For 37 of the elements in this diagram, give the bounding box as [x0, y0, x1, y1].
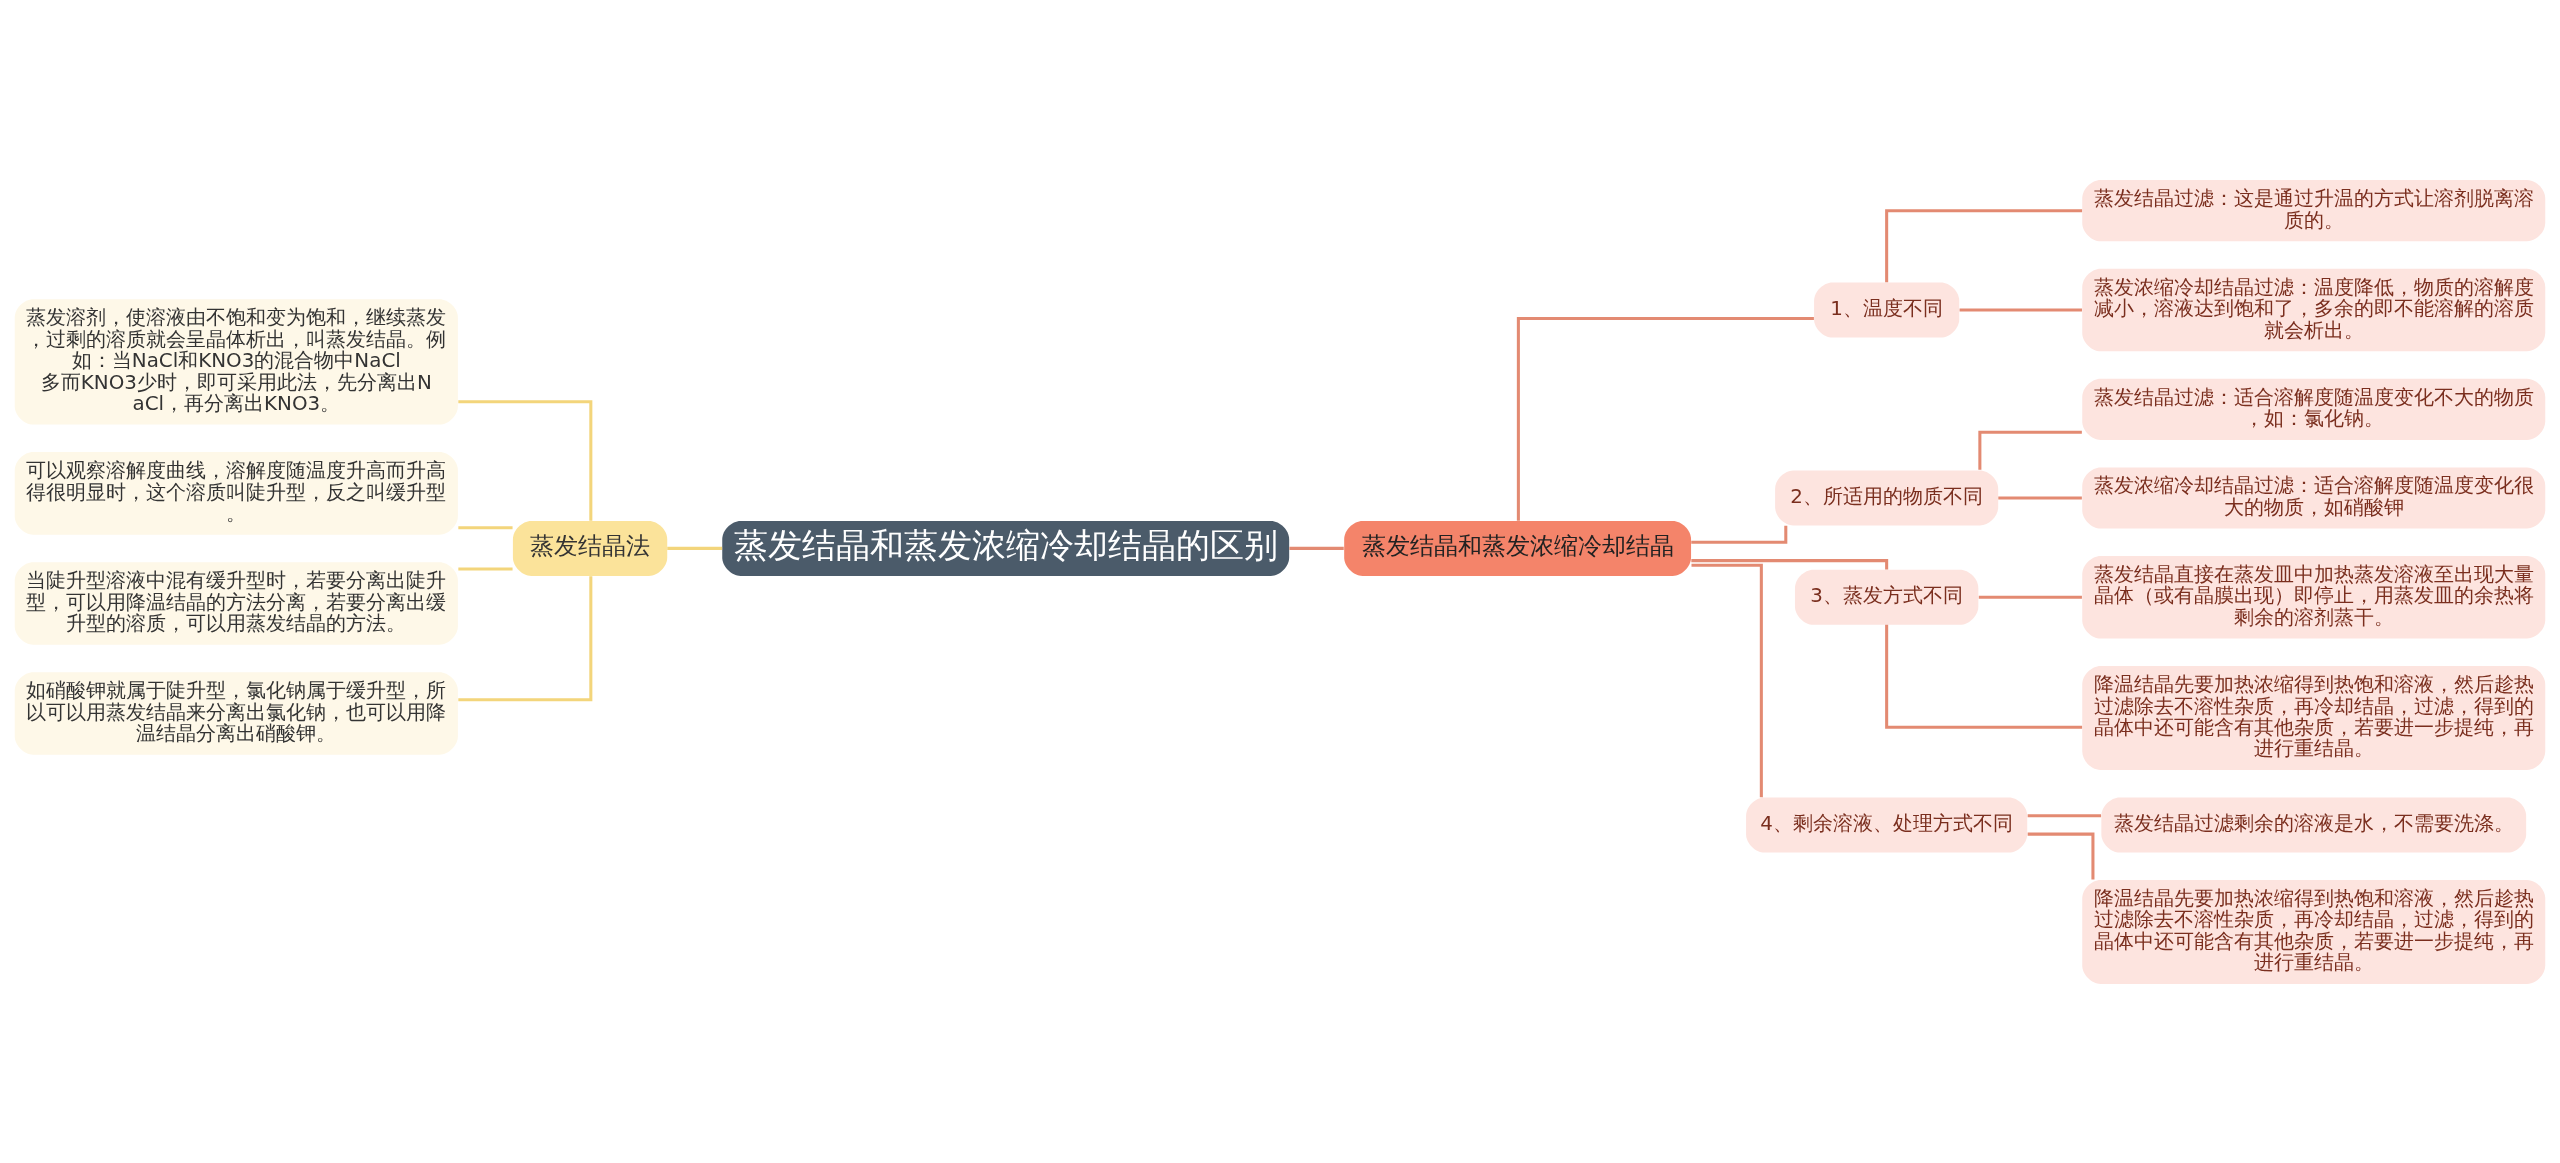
node-box: 可以观察溶解度曲线，溶解度随温度升高而升高得很明显时，这个溶质叫陡升型，反之叫缓升型。 [14, 451, 458, 535]
connector [1691, 563, 1763, 797]
node-box: 蒸发结晶过滤：这是通过升温的方式让溶剂脱离溶质的。 [2082, 179, 2546, 241]
node-box: 蒸发结晶过滤剩余的溶液是水，不需要洗涤。 [2101, 796, 2527, 852]
connector [1959, 307, 2082, 312]
connector [2027, 813, 2102, 817]
connector [458, 567, 513, 571]
connector [1885, 624, 2083, 729]
node-box: 降温结晶先要加热浓缩得到热饱和溶液，然后趁热过滤除去不溶性杂质，再冷却结晶，过滤，得到的晶体中还可能含有其他杂质，若要进一步提纯，再进行重结晶。 [2082, 665, 2546, 770]
connector [458, 575, 593, 701]
connector [458, 525, 513, 529]
node-box: 蒸发结晶和蒸发浓缩冷却结晶的区别 [722, 520, 1290, 576]
connector [1885, 208, 2083, 282]
node-box: 当陡升型溶液中混有缓升型时，若要分离出陡升型，可以用降温结晶的方法分离，若要分离出缓升型的溶质，可以用蒸发结晶的方法。 [14, 561, 458, 645]
node-box: 如硝酸钾就属于陡升型，氯化钠属于缓升型，所以可以用蒸发结晶来分离出氯化钠，也可以用降温结晶分离出硝酸钾。 [14, 671, 458, 755]
node-box: 4、剩余溶液、处理方式不同 [1746, 796, 2028, 852]
connector [2027, 832, 2095, 880]
connector [458, 399, 593, 521]
node-box: 1、温度不同 [1814, 282, 1960, 337]
connector [1998, 495, 2082, 499]
node-box: 蒸发结晶直接在蒸发皿中加热蒸发溶液至出现大量晶体（或有晶膜出现）即停止，用蒸发皿的余热将剩余的溶剂蒸干。 [2082, 555, 2546, 639]
node-box: 蒸发结晶和蒸发浓缩冷却结晶 [1344, 520, 1692, 576]
connector [1978, 595, 2082, 599]
connector [1691, 525, 1788, 544]
node-box: 蒸发浓缩冷却结晶过滤：温度降低，物质的溶解度减小，溶液达到饱和了，多余的即不能溶解的溶质就会析出。 [2082, 268, 2546, 351]
node-box: 2、所适用的物质不同 [1775, 469, 1999, 525]
connector [1691, 558, 1889, 569]
connector [667, 546, 723, 550]
node-box: 降温结晶先要加热浓缩得到热饱和溶液，然后趁热过滤除去不溶性杂质，再冷却结晶，过滤，得到的晶体中还可能含有其他杂质，若要进一步提纯，再进行重结晶。 [2082, 879, 2546, 984]
connector [1516, 316, 1814, 521]
node-box: 蒸发溶剂，使溶液由不饱和变为饱和，继续蒸发，过剩的溶质就会呈晶体析出，叫蒸发结晶。例如：当NaCl和KNO3的混合物中NaCl多而KNO3少时，即可采用此法，先分离出NaCl，再分离出KNO3。 [14, 298, 458, 425]
node-box: 3、蒸发方式不同 [1794, 569, 1979, 625]
node-box: 蒸发浓缩冷却结晶过滤：适合溶解度随温度变化很大的物质，如硝酸钾 [2082, 466, 2546, 528]
node-box: 蒸发结晶过滤：适合溶解度随温度变化不大的物质，如：氯化钠。 [2082, 378, 2546, 440]
node-box: 蒸发结晶法 [512, 520, 668, 576]
connector [1978, 430, 2082, 470]
connector [1289, 546, 1344, 550]
